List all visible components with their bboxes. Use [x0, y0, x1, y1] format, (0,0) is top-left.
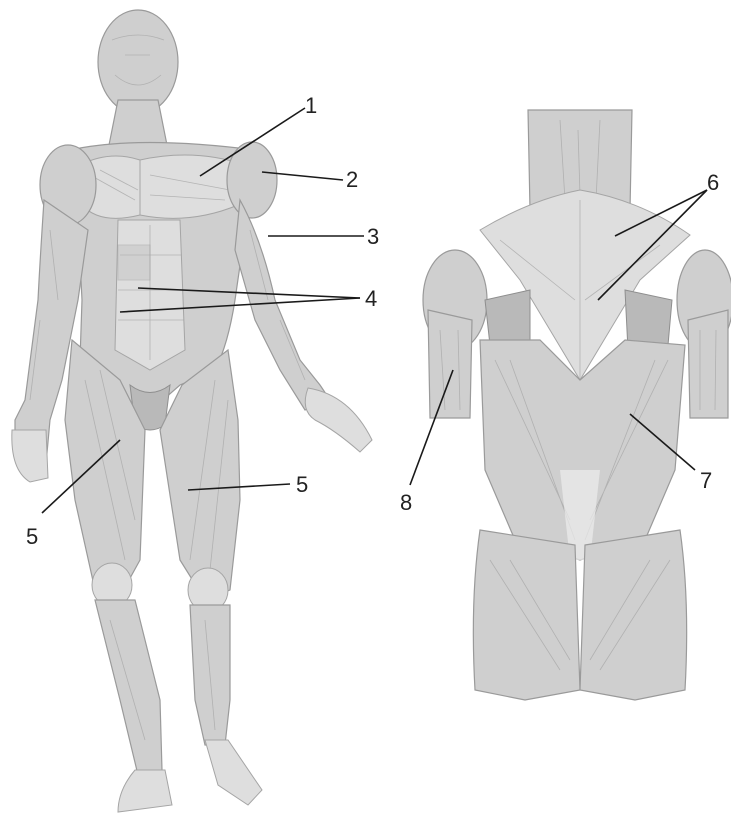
back-gluteus-left — [473, 530, 580, 700]
front-head — [98, 10, 178, 114]
back-arm-right — [688, 310, 728, 418]
label-6: 6 — [707, 170, 719, 195]
label-1: 1 — [305, 93, 317, 118]
front-figure — [12, 10, 372, 812]
label-5-left: 5 — [26, 524, 38, 549]
label-8: 8 — [400, 490, 412, 515]
label-3: 3 — [367, 224, 379, 249]
label-4: 4 — [365, 286, 377, 311]
front-hand-left — [12, 430, 48, 482]
front-foot-right — [205, 740, 262, 805]
back-figure — [423, 110, 731, 700]
label-5-right: 5 — [296, 472, 308, 497]
front-foot-left — [118, 770, 172, 812]
label-7: 7 — [700, 468, 712, 493]
front-leg-left — [95, 600, 162, 775]
back-gluteus-right — [580, 530, 687, 700]
label-2: 2 — [346, 167, 358, 192]
back-arm-left — [428, 310, 472, 418]
front-hand-right — [305, 388, 372, 452]
